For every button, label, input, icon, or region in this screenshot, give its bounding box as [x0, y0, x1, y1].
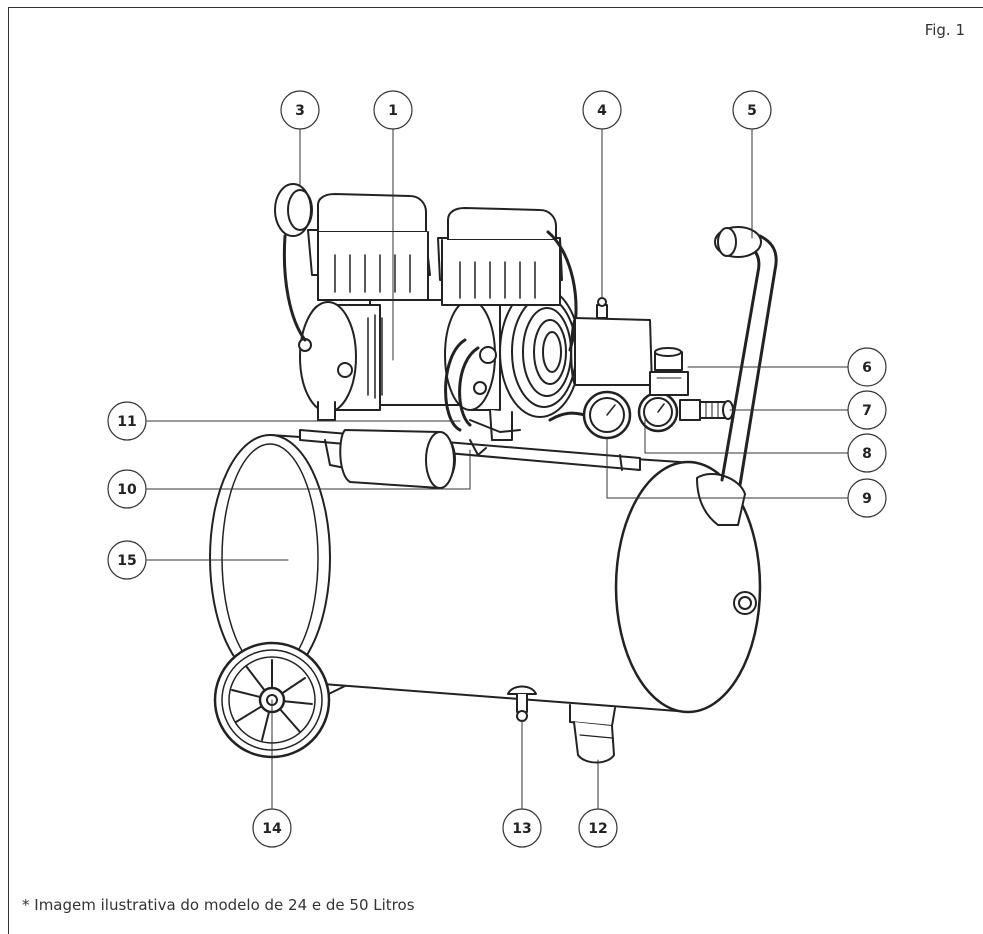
handle: [714, 226, 778, 487]
callout-9: 9: [847, 478, 887, 518]
callout-8: 8: [847, 433, 887, 473]
callouts: 3 1 4 5 6 7 8 9 11 10 15 14 13 12: [107, 90, 887, 848]
callout-12-label: 12: [588, 821, 607, 837]
callout-3: 3: [280, 90, 320, 130]
capacitor: [339, 429, 456, 489]
pump-head-right: [437, 207, 578, 352]
callout-1: 1: [373, 90, 413, 130]
callout-7: 7: [847, 390, 887, 430]
air-tank: [209, 434, 762, 714]
figure-frame: [8, 7, 983, 934]
callout-4: 4: [582, 90, 622, 130]
callout-9-label: 9: [862, 491, 872, 507]
quick-coupler: [679, 399, 734, 421]
callout-5-label: 5: [747, 103, 757, 119]
callout-15: 15: [107, 540, 147, 580]
callout-7-label: 7: [862, 403, 872, 419]
callout-14-label: 14: [262, 821, 282, 837]
callout-1-label: 1: [388, 103, 398, 119]
wheel: [213, 641, 346, 759]
callout-6-label: 6: [862, 360, 872, 376]
callout-13-label: 13: [512, 821, 531, 837]
regulator-knob: [649, 347, 689, 396]
callout-11-label: 11: [117, 414, 136, 430]
callout-3-label: 3: [295, 103, 305, 119]
figure-label: Fig. 1: [924, 21, 965, 39]
callout-13: 13: [502, 808, 542, 848]
callout-12: 12: [578, 808, 618, 848]
intake-filter: [274, 183, 313, 342]
drain-valve: [507, 685, 537, 722]
pressure-switch: [570, 297, 653, 386]
rubber-foot: [569, 704, 616, 764]
callout-10-label: 10: [117, 482, 137, 498]
motor: [298, 286, 581, 441]
pump-head-left: [307, 193, 431, 301]
tank-pressure-gauge: [582, 390, 632, 440]
callout-4-label: 4: [597, 103, 607, 119]
callout-10: 10: [107, 469, 147, 509]
callout-15-label: 15: [117, 553, 136, 569]
callout-14: 14: [252, 808, 292, 848]
callout-6: 6: [847, 347, 887, 387]
callout-8-label: 8: [862, 446, 872, 462]
leader-lines: [146, 127, 849, 809]
callout-5: 5: [732, 90, 772, 130]
callout-11: 11: [107, 401, 147, 441]
footnote: * Imagem ilustrativa do modelo de 24 e d…: [22, 896, 415, 914]
